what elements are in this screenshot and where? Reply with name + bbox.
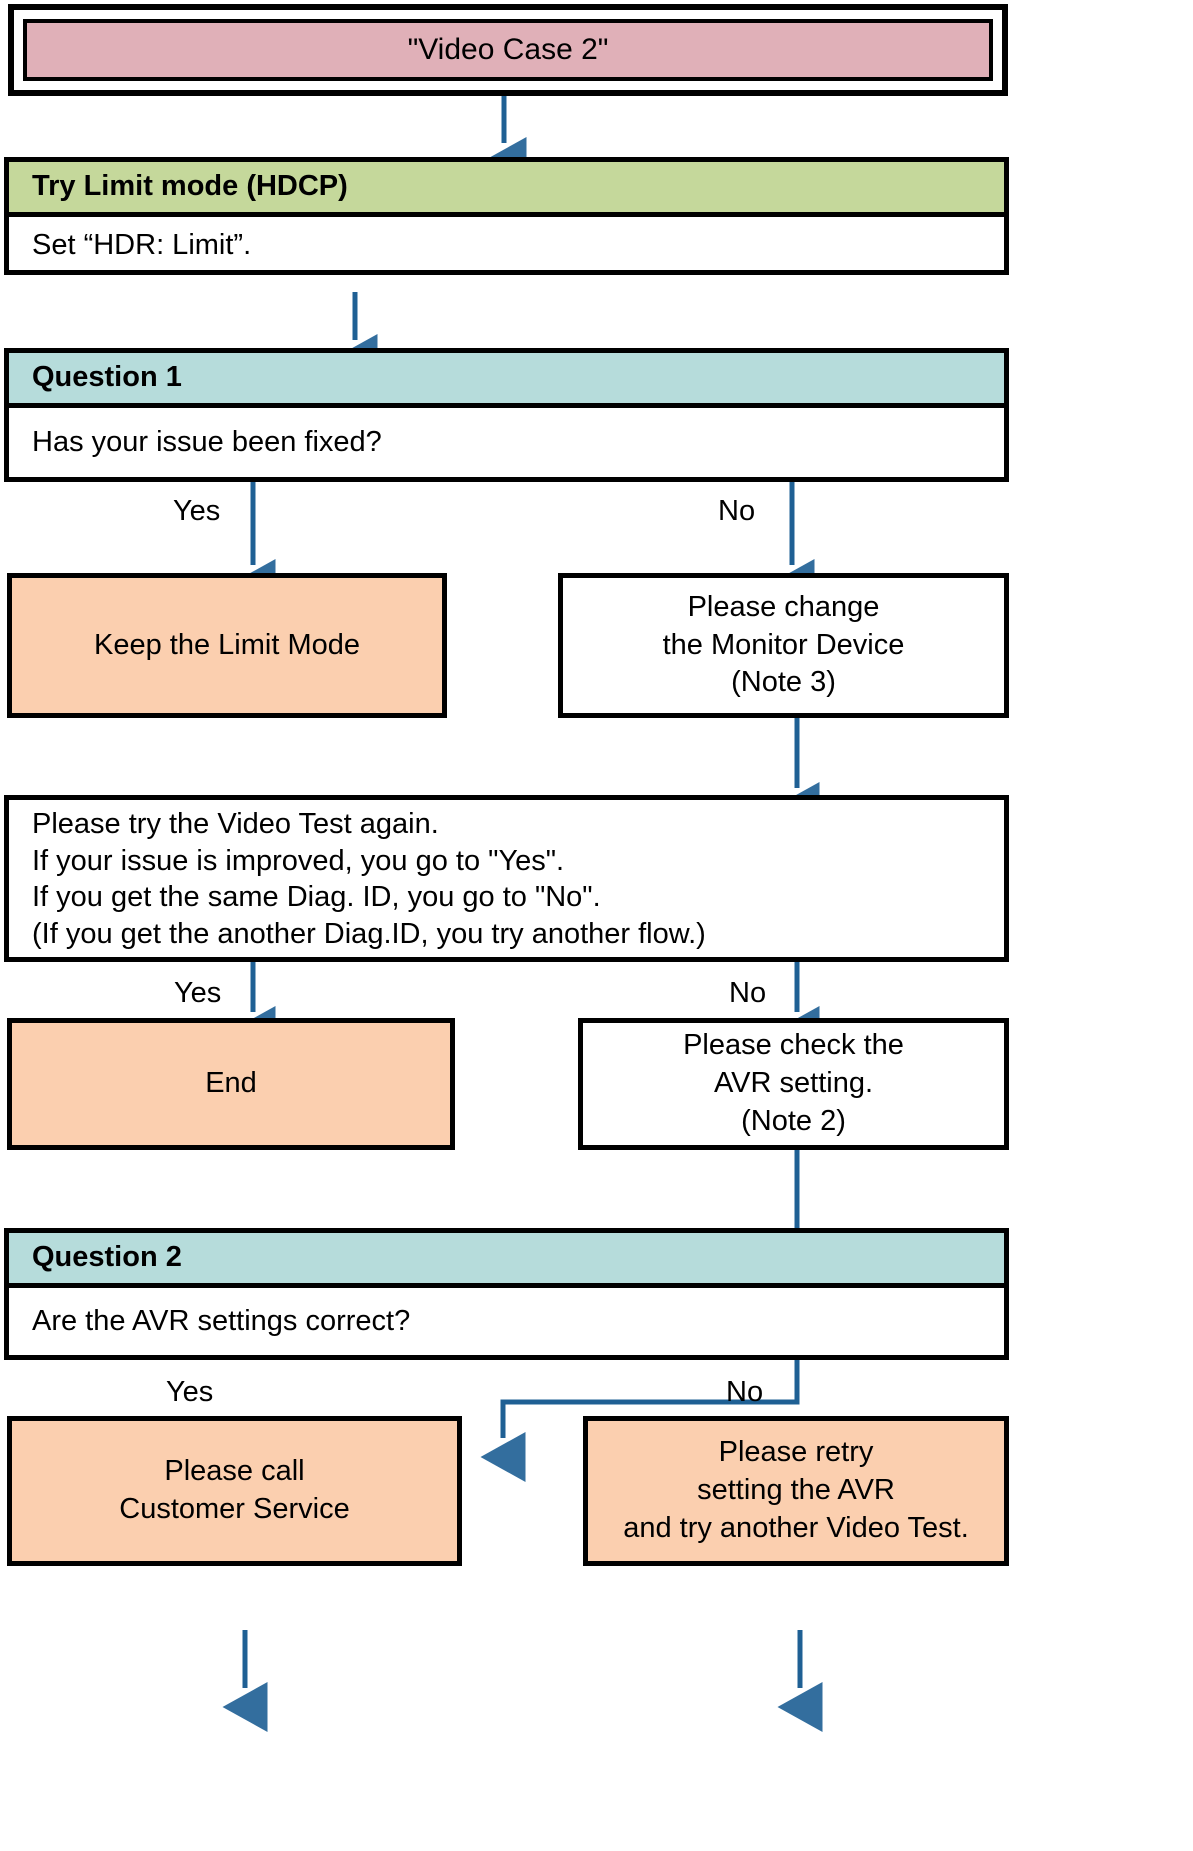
retry-video-test-text: Please try the Video Test again. If your… xyxy=(32,808,706,950)
title-box-label: "Video Case 2" xyxy=(407,33,609,66)
question-1-body: Has your issue been fixed? xyxy=(32,425,382,458)
title-box-label-wrap: "Video Case 2" xyxy=(23,19,993,81)
call-customer-service-box: Please call Customer Service xyxy=(7,1416,462,1566)
check-avr-setting-box: Please check the AVR setting. (Note 2) xyxy=(578,1018,1009,1150)
check-avr-setting-label: Please check the AVR setting. (Note 2) xyxy=(683,1029,904,1137)
question-2-no-label: No xyxy=(726,1376,764,1408)
step-try-limit-mode-body: Set “HDR: Limit”. xyxy=(32,228,252,261)
retry-video-test-no-label: No xyxy=(729,977,767,1009)
question-2-yes-label: Yes xyxy=(166,1376,214,1408)
change-monitor-device-label: Please change the Monitor Device (Note 3… xyxy=(662,590,905,699)
question-2-body: Are the AVR settings correct? xyxy=(32,1304,411,1337)
end-box: End xyxy=(7,1018,455,1150)
change-monitor-device-box: Please change the Monitor Device (Note 3… xyxy=(558,573,1009,718)
question-2-header: Question 2 xyxy=(9,1233,1004,1288)
retry-avr-box: Please retry setting the AVR and try ano… xyxy=(583,1416,1009,1566)
end-box-label: End xyxy=(205,1067,257,1100)
question-1-box: Question 1 Has your issue been fixed? xyxy=(4,348,1009,482)
retry-video-test-yes-label: Yes xyxy=(174,977,222,1009)
step-try-limit-mode-header: Try Limit mode (HDCP) xyxy=(9,162,1004,217)
question-1-no-label: No xyxy=(718,495,756,527)
keep-limit-mode-label: Keep the Limit Mode xyxy=(94,628,360,661)
retry-avr-label: Please retry setting the AVR and try ano… xyxy=(623,1436,969,1544)
step-try-limit-mode: Try Limit mode (HDCP) Set “HDR: Limit”. xyxy=(4,157,1009,275)
keep-limit-mode-box: Keep the Limit Mode xyxy=(7,573,447,718)
title-box: "Video Case 2" xyxy=(8,4,1008,96)
question-1-yes-label: Yes xyxy=(173,495,221,527)
question-2-box: Question 2 Are the AVR settings correct? xyxy=(4,1228,1009,1360)
retry-video-test-box: Please try the Video Test again. If your… xyxy=(4,795,1009,962)
call-customer-service-label: Please call Customer Service xyxy=(119,1455,350,1525)
question-1-header: Question 1 xyxy=(9,353,1004,408)
